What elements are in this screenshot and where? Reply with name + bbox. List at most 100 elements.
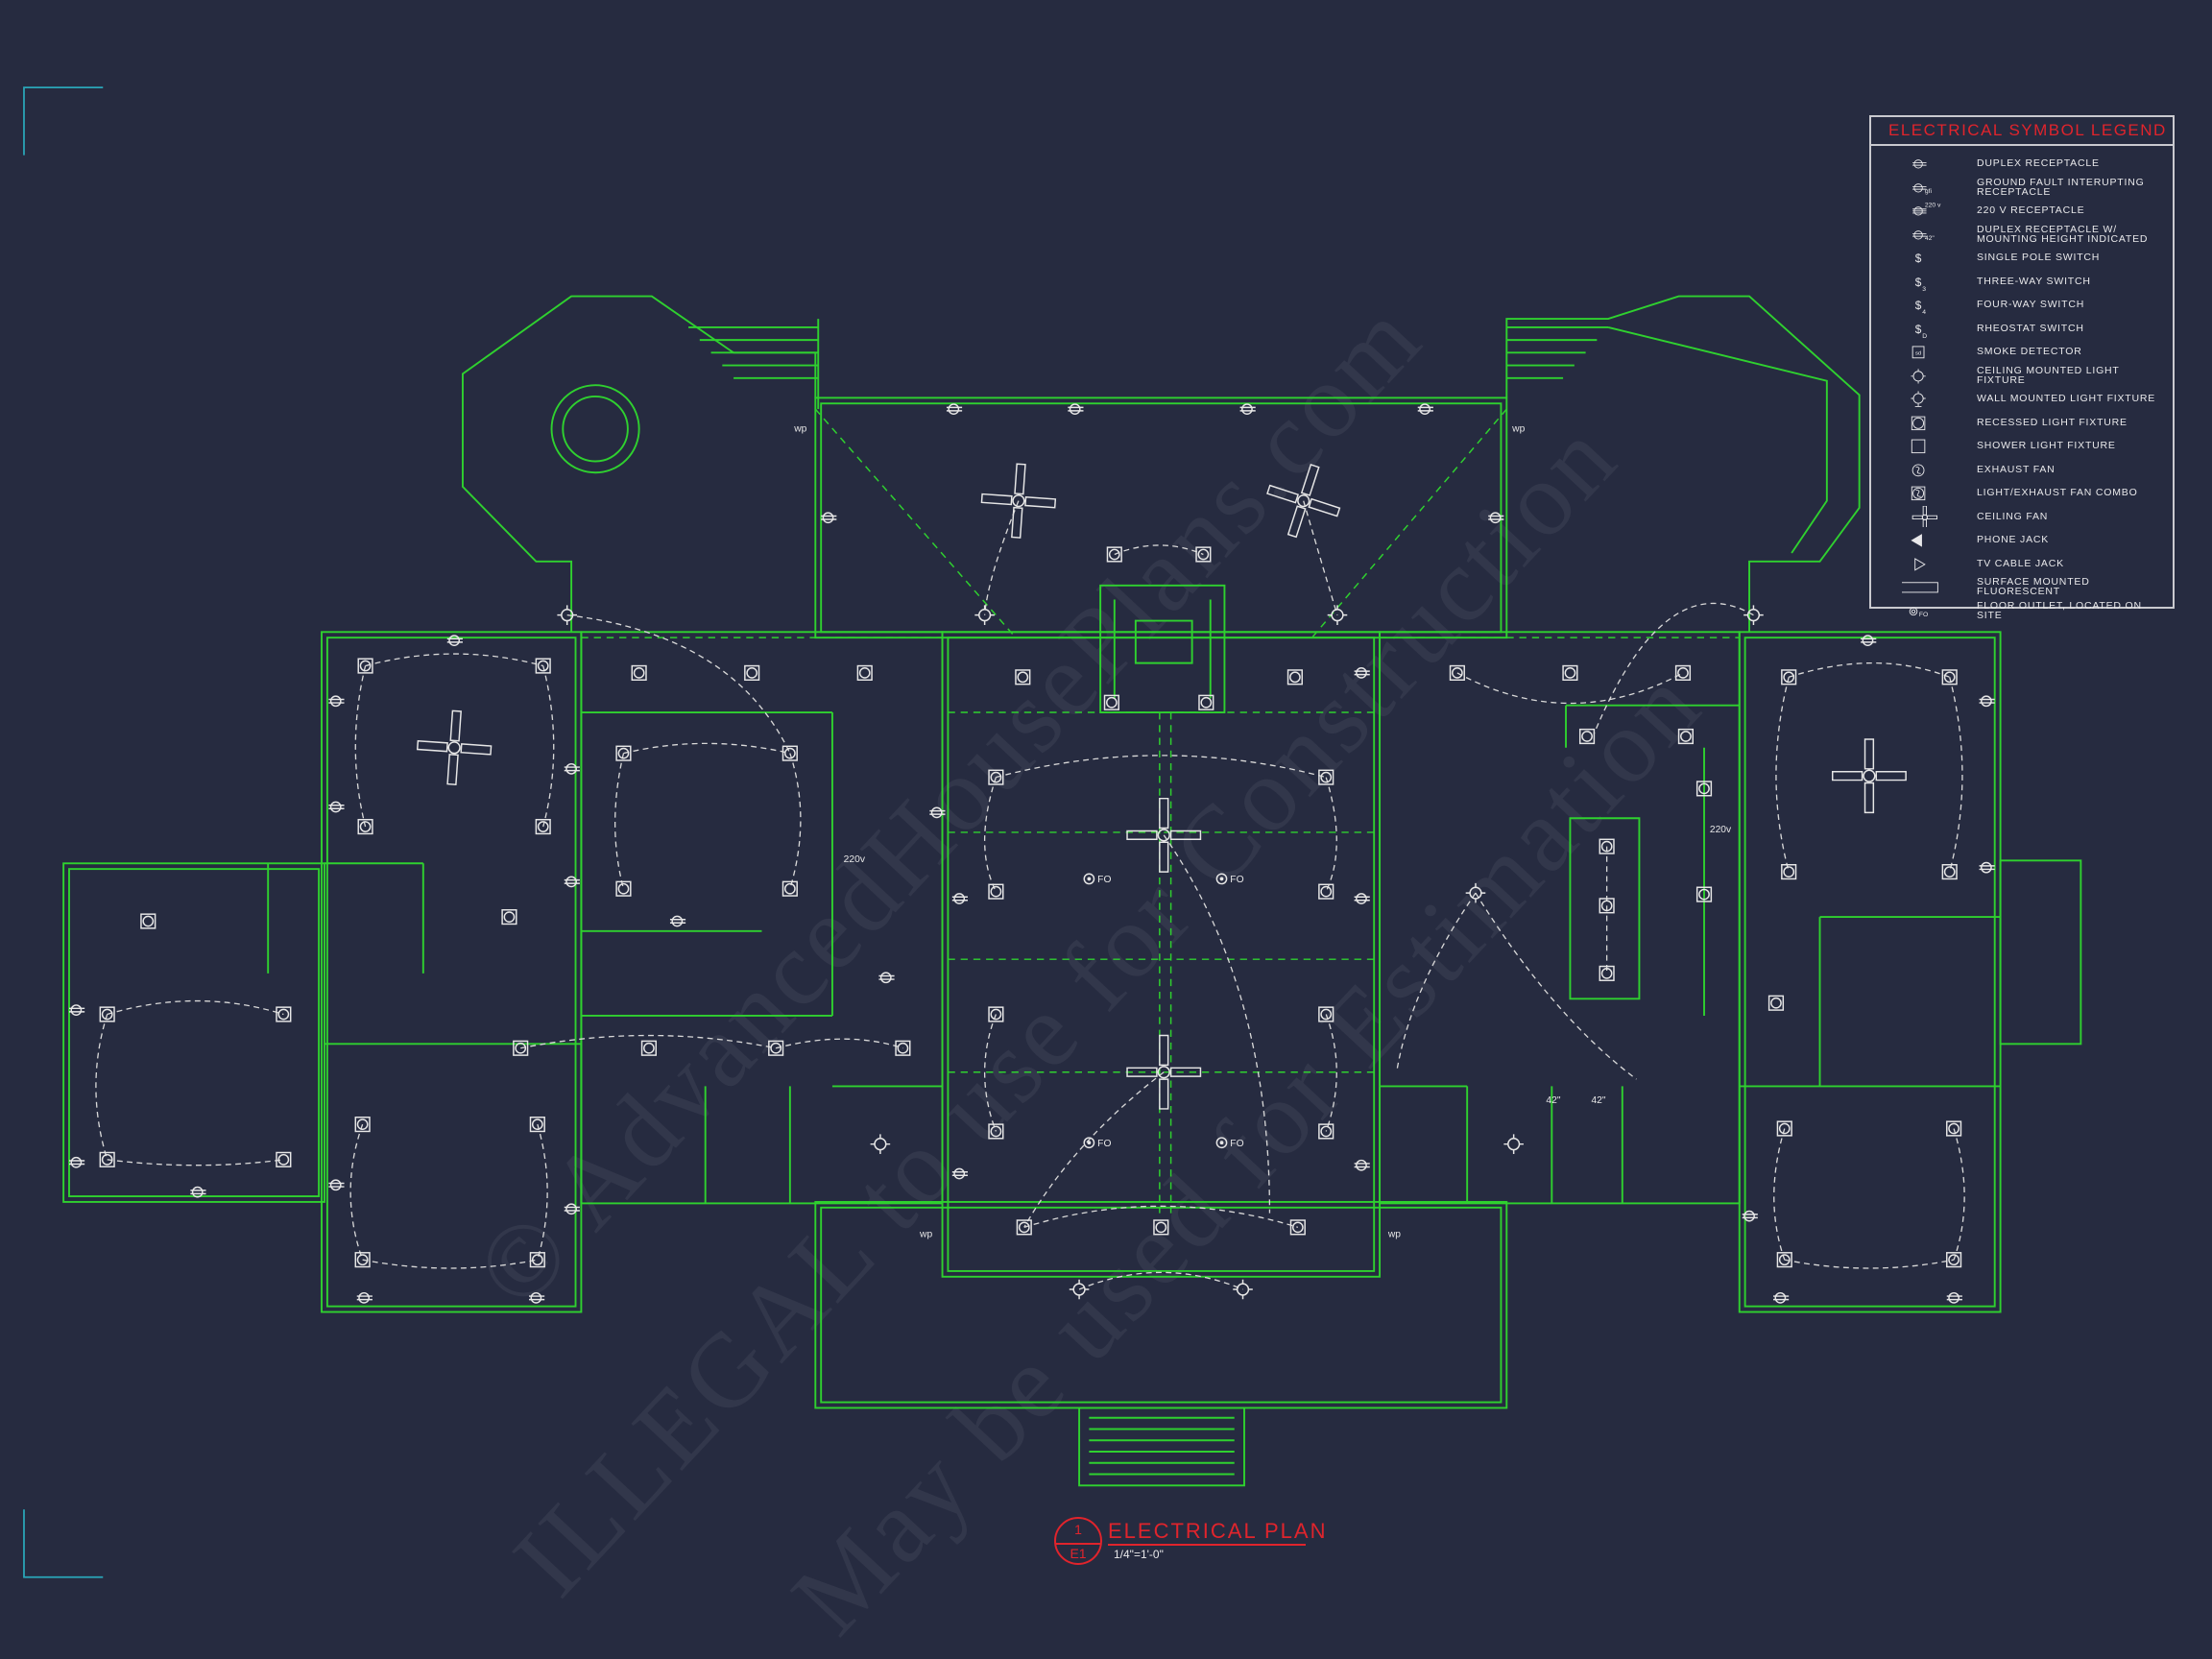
recessed-light-icon [535,818,551,835]
duplex-receptacle-icon [1773,1291,1790,1304]
legend-item: SURFACE MOUNTED FLUORESCENT [1871,575,2173,599]
recessed-light-icon [1674,664,1692,681]
duplex-receptacle-icon [564,762,580,775]
recessed-light-icon [99,1151,115,1167]
ceiling-fan-icon [416,709,493,785]
drawing-title: ELECTRICAL PLAN [1108,1519,1325,1546]
wp-label: wp [1387,1230,1401,1240]
legend-item: 42"DUPLEX RECEPTACLE W/ MOUNTING HEIGHT … [1871,223,2173,247]
duplex-receptacle-icon [1742,1210,1758,1222]
legend-item: RECESSED LIGHT FIXTURE [1871,411,2173,435]
single-pole-switch-icon: $ [1871,247,1977,268]
ceiling-fan-icon [980,463,1057,539]
duplex-receptacle-icon [878,972,895,984]
recessed-light-icon [988,769,1004,785]
plan-text-labels: wp wp wp wp 220v 220v 42" 42" [793,424,1732,1240]
legend-title: ELECTRICAL SYMBOL LEGEND [1871,117,2173,146]
wp-label: wp [1511,424,1525,435]
recessed-light-icon [1103,694,1119,710]
recessed-light-icon [1318,883,1334,900]
recessed-light-icon [1941,864,1958,880]
recessed-light-icon [535,658,551,674]
corner-marks [23,86,104,1578]
duplex-receptacle-icon [1354,667,1370,679]
legend-item: CEILING MOUNTED LIGHT FIXTURE [1871,364,2173,388]
legend-item-label: RHEOSTAT SWITCH [1977,322,2084,334]
recessed-light-icon [744,664,760,681]
recessed-light-icon [140,913,156,929]
legend-item-label: DUPLEX RECEPTACLE [1977,157,2100,170]
legend-item-label: SHOWER LIGHT FIXTURE [1977,440,2116,452]
legend-item-label: CEILING FAN [1977,510,2049,522]
recessed-light-icon [1946,1252,1962,1268]
42-label: 42" [1546,1095,1560,1106]
duplex-receptacle-icon [1354,893,1370,904]
shower-light-icon [1871,435,1977,456]
svg-text:FO: FO [1919,612,1928,618]
legend-item: EXHAUST FAN [1871,458,2173,482]
ceiling-light-icon [557,605,577,625]
recessed-light-icon [501,909,517,926]
floor-outlet-label: FO [1230,1139,1243,1149]
three-way-switch-icon: $3 [1871,271,1977,292]
floor-outlet-icon: FO [1083,1137,1111,1149]
recessed-light-icon [1941,669,1958,685]
recessed-light-icon [615,745,632,761]
recessed-light-icon [99,1006,115,1022]
detail-bubble: 1 E1 [1054,1517,1102,1565]
svg-text:42": 42" [1925,235,1936,242]
duplex-receptacle-icon [69,1156,85,1168]
duplex-receptacle-icon [529,1291,545,1304]
four-way-switch-icon: $4 [1871,294,1977,315]
switch-wiring [95,500,1965,1290]
legend-item-label: 220 V RECEPTACLE [1977,204,2085,217]
legend-item-label: RECESSED LIGHT FIXTURE [1977,416,2128,428]
ceiling-fan-icon [1871,505,1977,527]
42-label: 42" [1591,1095,1605,1106]
legend-item-label: WALL MOUNTED LIGHT FIXTURE [1977,393,2156,405]
duplex-receptacle-icon [328,1179,345,1191]
duplex-receptacle-icon [564,876,580,888]
recessed-light-icon [1318,769,1334,785]
duplex-receptacle-icon [69,1004,85,1016]
gfi-receptacle-icon: gfi [1871,177,1977,198]
floor-outlet-icon: FO [1871,600,1977,621]
recessed-light-icon [357,818,373,835]
legend-item-label: FLOOR OUTLET, LOCATED ON SITE [1977,599,2142,621]
ceiling-light-icon [1327,605,1348,625]
ceiling-light-icon [1069,1279,1090,1300]
recessed-light-icon [1318,1006,1334,1022]
sheet-number: E1 [1056,1543,1100,1561]
recessed-light-icon [1695,886,1713,902]
duplex-receptacle-icon [1354,1159,1370,1171]
duplex-receptacle-icon [1871,153,1977,174]
exhaust-fan-icon [1871,459,1977,480]
legend-item: LIGHT/EXHAUST FAN COMBO [1871,481,2173,505]
recessed-light-icon [640,1040,657,1056]
legend-item: SHOWER LIGHT FIXTURE [1871,434,2173,458]
duplex-receptacle-icon [1861,635,1877,646]
ceiling-fans [416,463,1907,1110]
ceiling-fan-icon [1126,1034,1202,1110]
recessed-light-icon [276,1151,292,1167]
recessed-light-icon [1599,965,1615,981]
recessed-light-icon [1195,546,1212,563]
recessed-light-icon [1153,1219,1169,1236]
recessed-light-icon [1599,898,1615,914]
recessed-light-icon [1016,1219,1032,1236]
duplex-receptacle-icon [190,1186,206,1198]
duplex-receptacle-icon [1239,403,1256,416]
recessed-light-icon [1776,1252,1792,1268]
recessed-light-icon [513,1040,529,1056]
svg-text:$: $ [1915,276,1922,289]
ceiling-fan-icon [1126,797,1202,873]
duplex-receptacle-icon [328,695,345,708]
ceiling-light-icon [1743,605,1764,625]
